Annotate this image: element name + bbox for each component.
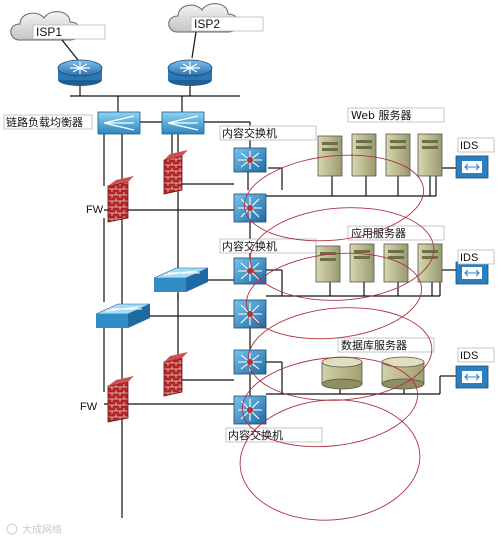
ids-2-label-box [457,249,495,265]
link-load-balancer-label: 链路负载均衡器 [6,115,83,129]
router-isp2 [167,59,213,86]
db-label-box [337,337,435,353]
ids-3 [455,365,489,389]
ids-label-1: IDS [460,140,478,152]
content-switch-app-b [233,299,267,329]
firewall-bottom-right [163,352,188,397]
core-switch-upper [153,267,209,292]
firewall-top-left [107,176,134,223]
load-balancer-1 [97,111,141,135]
ids-1 [455,155,489,179]
app-server-1 [315,245,341,283]
content-switch-web-a [233,147,267,173]
web-servers-label: Web 服务器 [351,109,411,122]
app-servers-label: 应用服务器 [351,226,406,240]
firewall-top-right [163,150,188,195]
isp2-label-box [190,16,264,32]
firewall-bottom-left [107,376,134,423]
web-server-3 [385,133,411,177]
lb-label-box [3,114,93,130]
content-switch-label-2: 内容交换机 [222,239,277,253]
ids-3-label-box [457,347,495,363]
ids-1-label-box [457,137,495,153]
watermark-text: 大成网络 [22,523,62,536]
fw-top-label: FW [86,204,104,216]
app-server-2 [349,243,375,283]
core-switch-lower [95,303,151,328]
isp2-label: ISP2 [194,17,220,31]
ids-label-2: IDS [460,252,478,264]
content-switch-db-b [233,395,267,425]
db-server-1 [321,356,363,390]
cluster-rings [239,154,435,521]
db-servers-label: 数据库服务器 [341,338,407,352]
cs3-label-box [225,427,323,443]
isp1-label: ISP1 [36,25,62,39]
content-switch-label-1: 内容交换机 [222,126,277,140]
cs1-label-box [219,125,317,141]
content-switch-db-a [233,349,267,375]
load-balancer-2 [161,111,205,135]
web-label-box [347,107,445,123]
content-switch-web-b [233,193,267,223]
router-isp1 [57,59,103,86]
ids-2 [455,261,489,285]
app-label-box [347,225,445,241]
fw-bottom-label: FW [80,401,98,413]
watermark: 大成网络 [6,523,62,536]
app-server-3 [383,243,409,283]
ids-label-3: IDS [460,350,478,362]
isp1-label-box [32,24,106,40]
content-switch-label-3: 内容交换机 [228,428,283,442]
web-server-4 [417,133,443,177]
